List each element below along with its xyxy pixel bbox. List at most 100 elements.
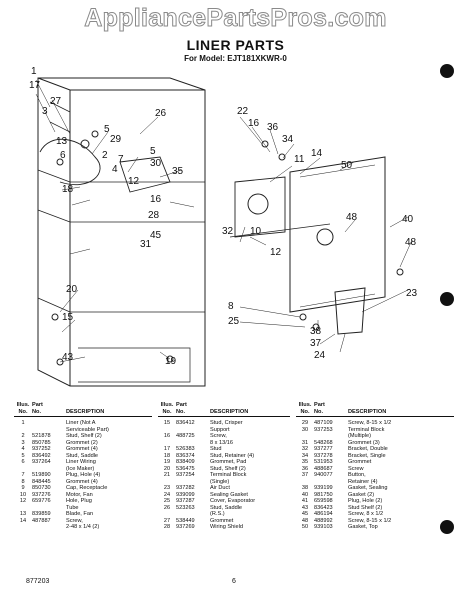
cell-illus: 37 xyxy=(301,472,309,478)
callout: 30 xyxy=(150,158,162,169)
cell-desc: Grommet (2) xyxy=(66,439,98,446)
callout: 1 xyxy=(31,66,37,77)
table-row: 8 848445 Grommet (4) xyxy=(14,479,152,486)
callout: 50 xyxy=(341,160,353,171)
cell-desc: Screw, 8-15 x 1/2 xyxy=(348,517,392,524)
callout: 17 xyxy=(29,80,41,91)
cell-illus: 25 xyxy=(163,498,171,504)
callout: 36 xyxy=(267,122,279,133)
cell-illus: 3 xyxy=(21,439,25,446)
cell-desc: Grommet (4) xyxy=(66,478,98,485)
cell-desc: Terminal Block (Single) xyxy=(210,472,247,485)
callout: 12 xyxy=(270,247,282,258)
cell-illus: 21 xyxy=(163,472,171,478)
cell-illus: 30 xyxy=(301,426,309,433)
cell-desc: Button, Retainer (4) xyxy=(348,472,378,485)
cell-part: 659776 xyxy=(32,498,51,504)
cell-desc: Grommet (3) xyxy=(348,439,380,446)
evaporator-cover xyxy=(289,156,386,313)
cell-desc: Stud, Saddle xyxy=(66,452,99,459)
cell-illus: 45 xyxy=(301,511,309,517)
binder-hole xyxy=(440,292,454,306)
cell-part: 487109 xyxy=(314,420,333,426)
cell-illus: 14 xyxy=(19,517,27,524)
callout: 43 xyxy=(62,352,74,363)
cell-desc: Liner Wiring (Ice Maker) xyxy=(66,459,96,472)
callout: 6 xyxy=(60,150,66,161)
cell-desc: Grommet, Pad xyxy=(210,459,247,465)
header-description: DESCRIPTION xyxy=(348,408,387,415)
cell-desc: Screw, 2-48 x 1/4 (2) xyxy=(66,517,100,531)
cell-illus: 4 xyxy=(21,446,25,452)
cell-illus: 16 xyxy=(163,433,171,439)
callout: 13 xyxy=(56,136,68,147)
cell-illus: 8 xyxy=(21,478,25,485)
header-illus: Illus. No. xyxy=(16,402,30,415)
callout: 3 xyxy=(42,106,48,117)
cell-illus: 27 xyxy=(163,517,171,524)
callout: 2 xyxy=(102,150,108,161)
cell-illus: 36 xyxy=(301,465,309,472)
callout: 22 xyxy=(237,106,249,117)
cell-part: 937278 xyxy=(314,452,333,459)
cell-part: 939103 xyxy=(314,524,333,530)
callout: 40 xyxy=(402,214,414,225)
cell-illus: 38 xyxy=(301,485,309,491)
cell-desc: Cover, Evaporator xyxy=(210,498,256,504)
cell-part: 536475 xyxy=(176,465,195,472)
cell-part: 488687 xyxy=(314,465,333,472)
cell-part: 839859 xyxy=(32,511,51,517)
cell-illus: 24 xyxy=(163,491,171,498)
callout: 29 xyxy=(110,134,122,145)
cell-part: 937277 xyxy=(314,446,333,452)
model-subtitle: For Model: EJT181XKWR-0 xyxy=(184,54,287,63)
cell-illus: 7 xyxy=(21,472,25,478)
callout: 23 xyxy=(406,288,418,299)
header-description: DESCRIPTION xyxy=(66,408,105,415)
cell-desc: Air Duct xyxy=(210,485,230,491)
cell-part: 937276 xyxy=(32,491,51,498)
exploded-parts-diagram: 17 1 27 3 22 16 36 34 26 5 29 5 30 11 14… xyxy=(29,66,418,387)
callout: 38 xyxy=(310,326,322,337)
table-row: 37 940077 Button, Retainer (4) xyxy=(296,472,454,485)
liner-outline xyxy=(37,77,206,387)
header-illus: Illus. No. xyxy=(160,402,174,415)
cell-illus: 5 xyxy=(21,452,25,459)
cell-part: 937264 xyxy=(32,459,51,465)
watermark: AppliancePartsPros.com xyxy=(84,4,387,33)
callout: 7 xyxy=(118,154,124,165)
cell-desc: Blade, Fan xyxy=(66,511,94,517)
cell-desc: Cap, Receptacle xyxy=(66,485,108,491)
cell-part: 848445 xyxy=(32,478,51,485)
cell-illus: 17 xyxy=(163,446,171,452)
cell-part: 937252 xyxy=(32,446,51,452)
cell-desc: Liner (Not A Serviceable Part) xyxy=(66,420,109,433)
cell-desc: Wiring Shield xyxy=(210,524,243,530)
callout: 20 xyxy=(66,284,78,295)
cell-desc: Stud, Saddle (R.S.) xyxy=(210,504,243,518)
cell-part: 937287 xyxy=(176,498,195,504)
cell-desc: Terminal Block (Multiple) xyxy=(348,426,385,440)
cell-part: 939099 xyxy=(176,491,195,498)
cell-desc: Gasket, Top xyxy=(348,524,378,530)
callout: 18 xyxy=(62,184,74,195)
cell-part: 940077 xyxy=(314,472,333,478)
